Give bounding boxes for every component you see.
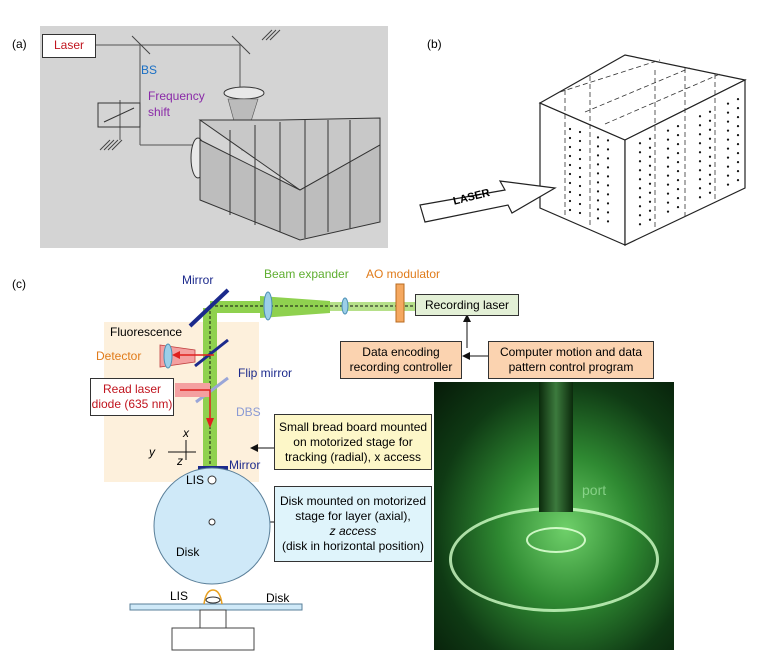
setup-photo: port xyxy=(434,382,674,650)
read-laser-line1: Read laser xyxy=(102,382,162,396)
read-laser-line2: diode (635 nm) xyxy=(91,397,173,411)
computer-program-line2: pattern control program xyxy=(508,360,634,374)
axis-x-label: x xyxy=(183,426,189,440)
breadboard-line2: on motorized stage for xyxy=(293,434,413,449)
dbs-label: DBS xyxy=(236,405,261,419)
recording-laser-label: Recording laser xyxy=(424,297,510,312)
panel-c-tag: (c) xyxy=(12,277,26,291)
photo-disk-highlight xyxy=(449,507,659,612)
photo-watermark: port xyxy=(582,482,607,498)
computer-program-box: Computer motion and data pattern control… xyxy=(488,341,654,379)
breadboard-line3: tracking (radial), x access xyxy=(284,449,422,464)
lis-side-label: LIS xyxy=(170,589,189,603)
ao-modulator-label: AO modulator xyxy=(366,267,441,281)
laser-box-a: Laser xyxy=(42,34,96,58)
panel-b-tag: (b) xyxy=(427,37,442,51)
panel-a-tag: (a) xyxy=(12,37,27,51)
photo-stage-bar xyxy=(539,382,573,512)
lis-label: LIS xyxy=(186,473,205,487)
shift-label: shift xyxy=(148,105,171,119)
disk-stage-line1: Disk mounted on motorized xyxy=(279,494,427,508)
disk-stage-line3: z access xyxy=(329,524,377,538)
photo-hub-highlight xyxy=(526,527,586,553)
recording-laser-box: Recording laser xyxy=(415,294,519,316)
axis-z-label: z xyxy=(177,454,183,468)
mirror-bottom-label: Mirror xyxy=(229,458,261,472)
computer-program-line1: Computer motion and data xyxy=(499,345,643,359)
disk-label: Disk xyxy=(176,545,200,559)
beam-expander-label: Beam expander xyxy=(264,267,349,281)
data-encoding-line2: recording controller xyxy=(349,360,453,374)
breadboard-box: Small bread board mounted on motorized s… xyxy=(274,414,432,470)
read-laser-box: Read laser diode (635 nm) xyxy=(90,378,174,416)
disk-side-label: Disk xyxy=(266,591,290,605)
data-encoding-box: Data encoding recording controller xyxy=(340,341,462,379)
flip-mirror-label: Flip mirror xyxy=(238,366,292,380)
breadboard-line1: Small bread board mounted xyxy=(278,419,428,434)
bit-dots xyxy=(568,98,740,226)
disk-stage-line2: stage for layer (axial), xyxy=(295,509,411,523)
bs-label: BS xyxy=(141,63,158,77)
data-encoding-line1: Data encoding xyxy=(362,345,440,359)
detector-label: Detector xyxy=(96,349,142,363)
laser-label-a: Laser xyxy=(53,38,85,53)
mirror-top-label: Mirror xyxy=(182,273,214,287)
disk-stage-box: Disk mounted on motorized stage for laye… xyxy=(274,486,432,562)
frequency-label: Frequency xyxy=(148,89,205,103)
axis-y-label: y xyxy=(149,445,155,459)
fluorescence-label: Fluorescence xyxy=(110,325,183,339)
disk-stage-line4: (disk in horizontal position) xyxy=(281,539,425,553)
